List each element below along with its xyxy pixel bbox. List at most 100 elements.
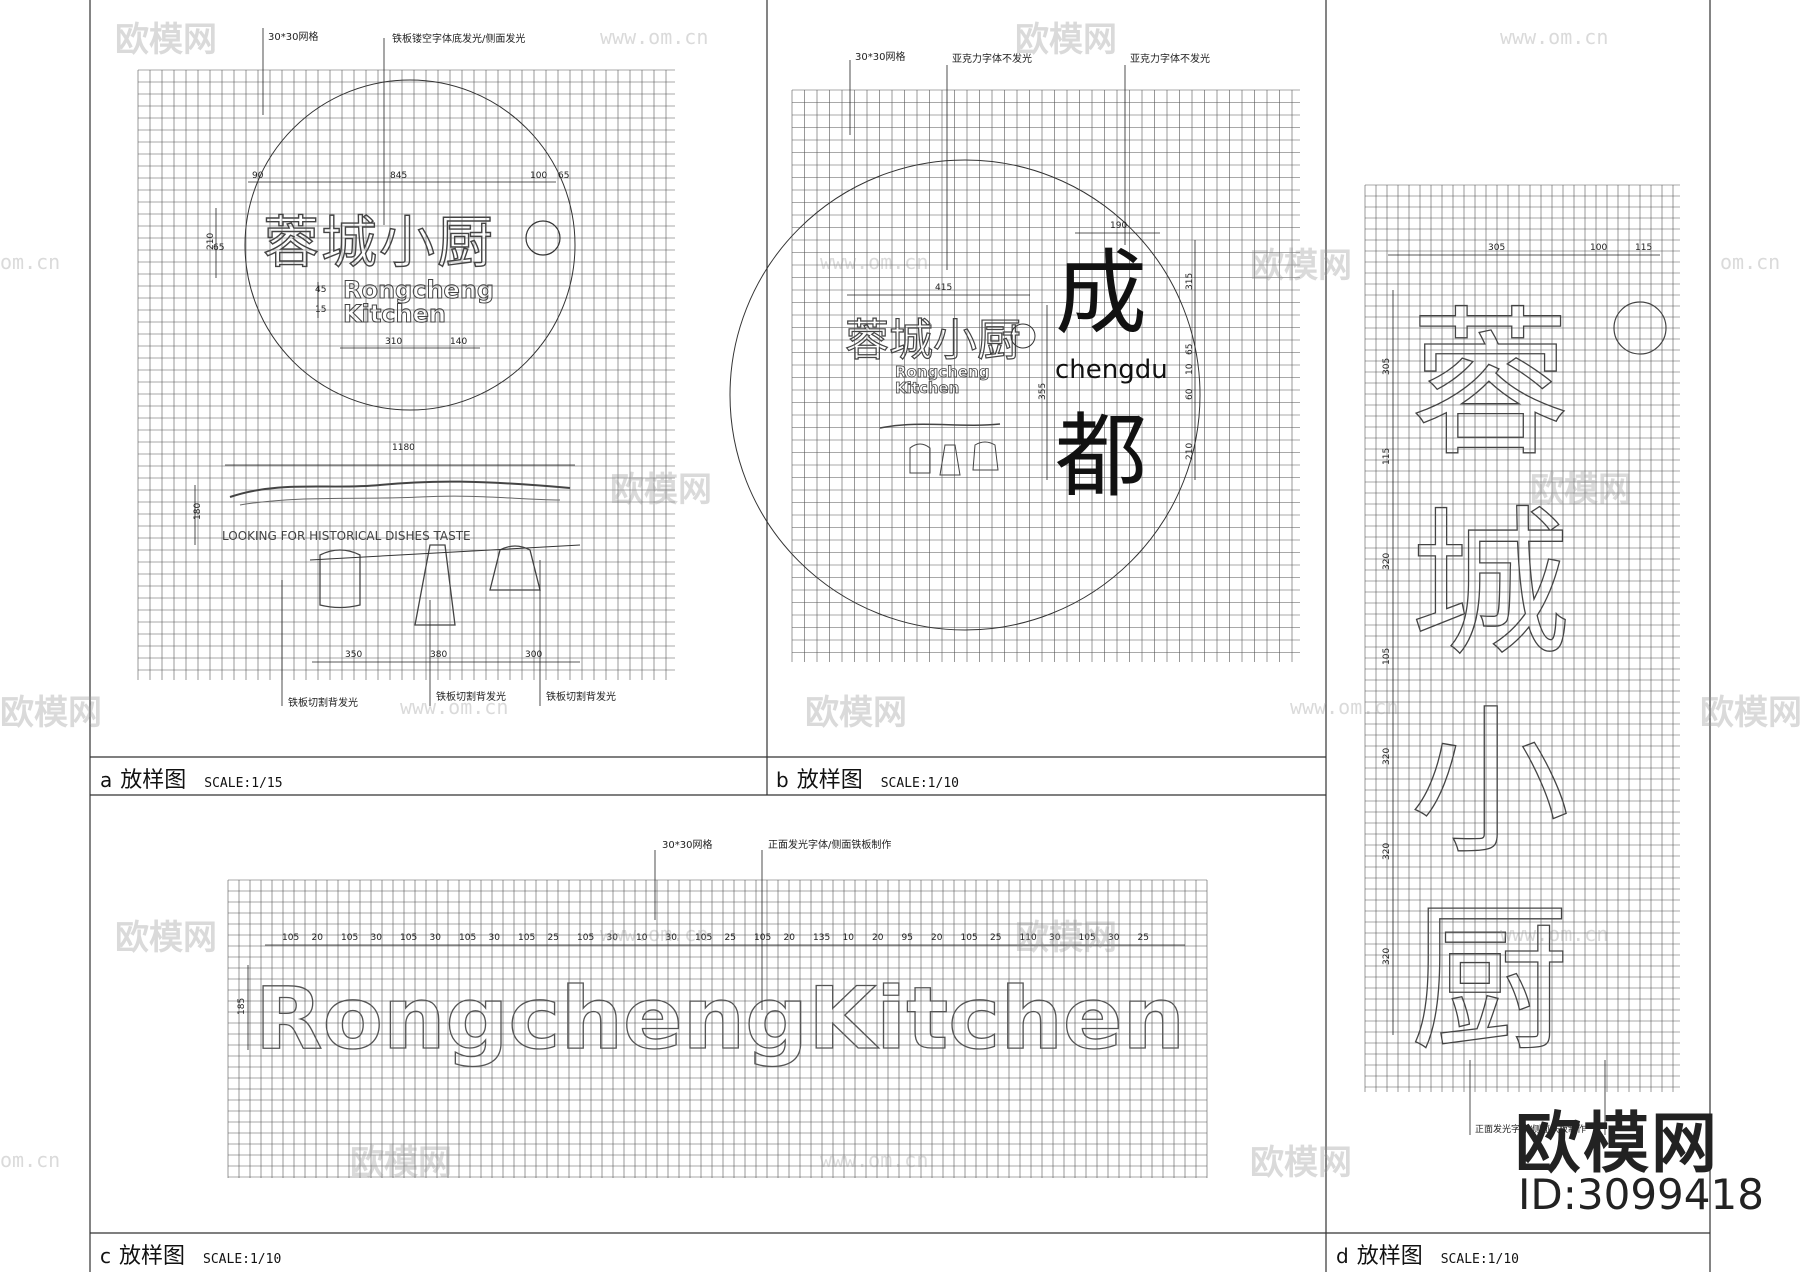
watermark-16: 欧模网	[115, 918, 217, 958]
panel-c-dim-28: 30	[1108, 933, 1120, 943]
panel-b-big-char-2: 都	[1055, 403, 1147, 510]
panel-a-dim-9: 140	[450, 337, 467, 347]
panel-b-grid	[791, 89, 1300, 662]
panel-b-note-grid: 30*30网格	[855, 50, 905, 63]
watermark-2: www.om.cn	[600, 25, 709, 49]
panel-a-grid	[137, 69, 675, 680]
panel-a-letter: a	[100, 768, 113, 792]
watermark-22: om.cn	[0, 1148, 61, 1172]
panel-c-grid	[227, 879, 1208, 1178]
watermark-12: 欧模网	[805, 693, 907, 733]
panel-c-dim-18: 135	[813, 933, 830, 943]
panel-a-dim-2: 100	[530, 171, 547, 181]
panel-d-char-2: 城	[1410, 491, 1570, 678]
panel-b-pinyin: chengdu	[1055, 355, 1168, 385]
panel-c-dim-13: 30	[666, 933, 678, 943]
panel-a-dim-0: 90	[252, 171, 264, 181]
panel-d-dim-lines	[1388, 254, 1660, 1135]
panel-d-dim-6: 105	[1382, 648, 1392, 665]
panel-d-grid	[1364, 184, 1680, 1092]
watermark-9: 欧模网	[610, 470, 712, 510]
panel-c-dim-29: 25	[1138, 933, 1149, 943]
dimension-labels: 30*30网格铁板镂空字体底发光/侧面发光铁板切割背发光铁板切割背发光铁板切割背…	[193, 30, 1652, 1135]
watermark-7: 欧模网	[1250, 246, 1352, 286]
panel-a-dim-11: 180	[193, 503, 203, 520]
panel-c-dim-25: 110	[1020, 933, 1037, 943]
panel-c-word: RongchengKitchen	[255, 969, 1185, 1069]
panel-c-dim-17: 20	[784, 933, 796, 943]
watermark-20: 欧模网	[350, 1143, 452, 1183]
panel-c-note-1: 正面发光字体/侧面铁板制作	[768, 838, 891, 851]
panel-c-dim-4: 105	[400, 933, 417, 943]
panel-a-title: 放样图	[120, 768, 187, 793]
grids	[137, 69, 1680, 1178]
panel-c-dim-27: 105	[1079, 933, 1096, 943]
panel-b-dim-4: 10	[1185, 363, 1195, 375]
watermark-6: www.om.cn	[820, 250, 929, 274]
panel-a-dim-7: 15	[315, 305, 326, 315]
watermark-15: www.om.cn	[1290, 695, 1399, 719]
panel-d-scale: SCALE:1/10	[1440, 1252, 1519, 1267]
panel-b-dim-5: 60	[1185, 388, 1195, 400]
panel-a-dim-12: 350	[345, 650, 362, 660]
panel-c-dim-10: 105	[577, 933, 594, 943]
panel-c-dim-20: 20	[872, 933, 884, 943]
watermark-17: 欧模网	[1015, 918, 1117, 958]
panel-d-dim-1: 100	[1590, 243, 1607, 253]
panel-d-char-4: 厨	[1410, 886, 1570, 1073]
panel-b-note-1: 亚克力字体不发光	[952, 52, 1032, 65]
panel-a-scale: SCALE:1/15	[204, 776, 283, 791]
panel-a-dim-5: 65	[213, 243, 224, 253]
panel-c-dim-0: 105	[282, 933, 299, 943]
panel-c-scale: SCALE:1/10	[203, 1252, 282, 1267]
watermark-4: www.om.cn	[1500, 25, 1609, 49]
panel-d-dim-7: 320	[1382, 748, 1392, 765]
panel-d-note-1: 正面发光字体/侧面铁板制作	[1475, 1123, 1586, 1135]
panel-c-note-grid: 30*30网格	[662, 838, 712, 851]
panel-c-caption: c 放样图 SCALE:1/10	[100, 1238, 281, 1270]
panel-a-dim-6: 45	[315, 285, 326, 295]
panel-d-dim-3: 305	[1382, 358, 1392, 375]
watermark-8: om.cn	[1720, 250, 1781, 274]
panel-a-dim-8: 310	[385, 337, 402, 347]
panel-b-dim-6: 210	[1185, 443, 1195, 460]
panel-a-logo-en-2: Kitchen	[343, 300, 446, 328]
panel-a-dim-1: 845	[390, 171, 407, 181]
panel-d-char-1: 蓉	[1410, 291, 1570, 478]
panel-frames	[89, 0, 1711, 1272]
panel-d-dim-2: 115	[1635, 243, 1652, 253]
panel-b-letter: b	[776, 768, 789, 792]
watermark-14: www.om.cn	[400, 695, 509, 719]
panel-a-dim-14: 300	[525, 650, 542, 660]
watermark-3: 欧模网	[1015, 20, 1117, 60]
watermark-23: www.om.cn	[820, 1148, 929, 1172]
panel-c-dim-26: 30	[1049, 933, 1061, 943]
panel-d-drawing: 蓉 城 小 厨	[1388, 254, 1667, 1135]
panel-c-dim-24: 25	[990, 933, 1001, 943]
panel-b-title: 放样图	[796, 768, 863, 793]
panel-d-title: 放样图	[1356, 1244, 1423, 1269]
panel-a-note-3: 铁板切割背发光	[436, 690, 506, 703]
panel-c-dim-15: 25	[725, 933, 736, 943]
panel-a-note-2: 铁板切割背发光	[288, 696, 358, 709]
panel-b-logo-cn: 蓉城小厨	[845, 315, 1021, 366]
panel-a-caption: a 放样图 SCALE:1/15	[100, 762, 283, 794]
watermark-11: 欧模网	[0, 693, 102, 733]
brand-id: ID:3099418	[1518, 1170, 1764, 1219]
panel-d-dim-4: 115	[1382, 448, 1392, 465]
watermark-19: www.om.cn	[1500, 922, 1609, 946]
panel-b-note-2: 亚克力字体不发光	[1130, 52, 1210, 65]
panel-b-drawing: 成 chengdu 都 蓉城小厨 Rongcheng Kitchen	[729, 60, 1201, 631]
panel-c-dim-23: 105	[961, 933, 978, 943]
panel-d-caption: d 放样图 SCALE:1/10	[1336, 1238, 1519, 1270]
panel-d-dim-9: 320	[1382, 948, 1392, 965]
panel-a-dim-4: 210	[206, 233, 216, 250]
watermark-10: 欧模网	[1530, 470, 1632, 510]
panel-c-title: 放样图	[119, 1244, 186, 1269]
panel-c-dim-3: 30	[371, 933, 383, 943]
panel-c-dim-22: 20	[931, 933, 943, 943]
panel-a-slogan-en: LOOKING FOR HISTORICAL DISHES TASTE	[222, 529, 471, 543]
panel-b-dim-3: 65	[1185, 344, 1195, 355]
panel-b-logo-en-1: Rongcheng	[895, 363, 989, 381]
panel-c-dim-19: 10	[843, 933, 855, 943]
